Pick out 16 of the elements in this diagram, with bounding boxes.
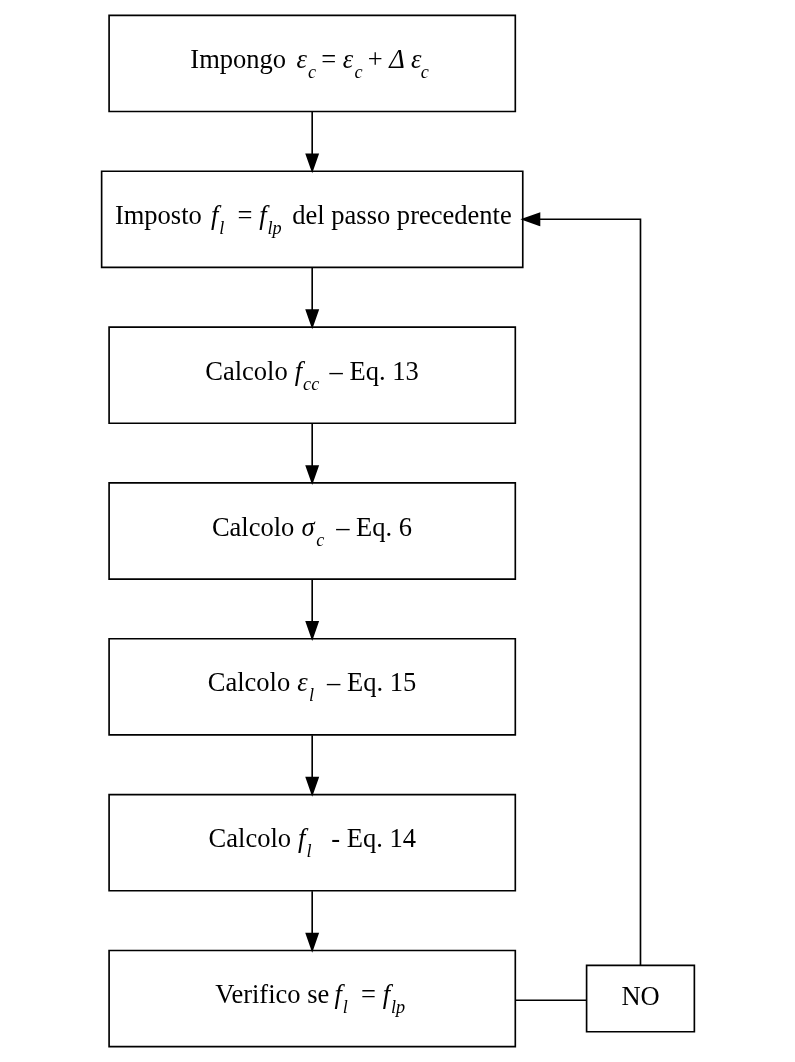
node-box: Calcolo f$_{cc}$ – Eq. 13: [107, 326, 516, 425]
node-box: Calcolo σ$_{c}$ – Eq. 6: [107, 482, 516, 580]
node-box: Impongo ε$_{c}$= ε$_{c}$+ Δ ε$_{c}$: [107, 14, 516, 113]
node-box: Calcolo ε$_{l}$ – Eq. 15: [107, 637, 516, 736]
arrow: [304, 734, 319, 797]
arrow: [304, 266, 319, 330]
node-box: Calcolo f$_{l}$ - Eq. 14: [107, 793, 516, 892]
arrow: [304, 578, 319, 641]
arrow: [304, 890, 319, 953]
node-box: Imposto f$_{l}$ = f$_{lp}$ del passo precedente: [100, 170, 524, 269]
arrow: [519, 212, 641, 966]
arrow: [304, 422, 319, 486]
arrow: [304, 111, 319, 174]
node-box: NO: [585, 964, 695, 1033]
connector: [514, 999, 587, 1002]
node-box: Verifico se f$_{l}$ = f$_{lp}$: [107, 949, 516, 1048]
